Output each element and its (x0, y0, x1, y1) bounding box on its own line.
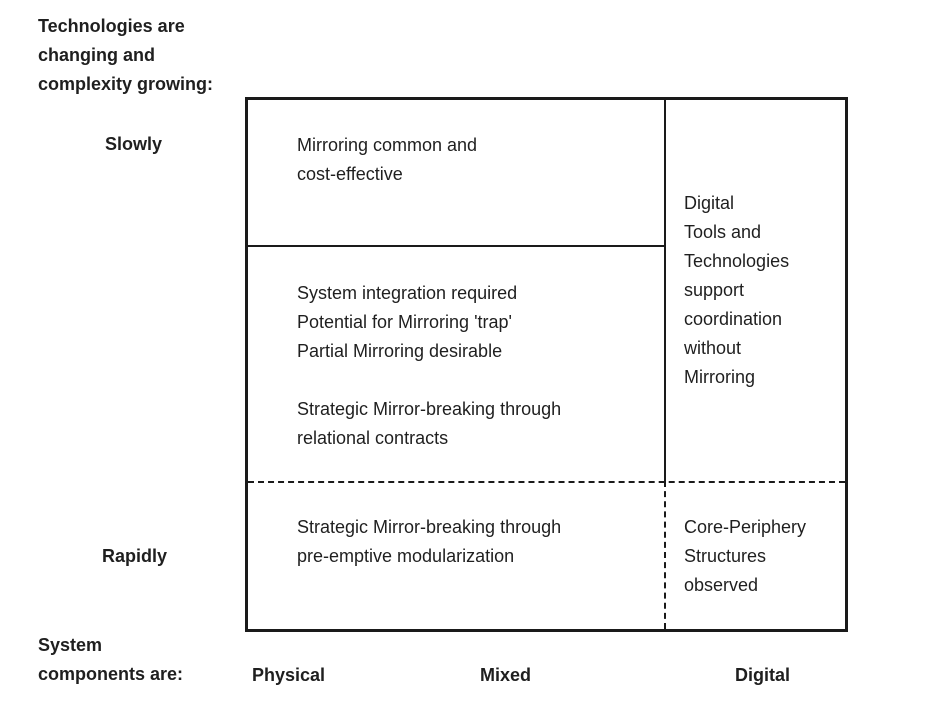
cell-middle-integration: System integration required Potential fo… (297, 283, 518, 361)
cell-slow-mirroring: Mirroring common and cost-effective (297, 135, 478, 184)
x-axis-title: System components are: (38, 635, 184, 684)
x-axis-label-physical: Physical (252, 665, 326, 685)
matrix-box: Mirroring common and cost-effective Syst… (245, 97, 848, 632)
x-axis-label-mixed: Mixed (480, 665, 532, 685)
cell-rapid-modularization: Strategic Mirror-breaking through pre-em… (297, 517, 562, 566)
y-axis-title: Technologies are changing and complexity… (38, 16, 214, 94)
divider-horizontal-dashed (248, 481, 845, 483)
cell-middle-relational-contracts: Strategic Mirror-breaking through relati… (297, 399, 562, 448)
y-axis-label-rapidly: Rapidly (102, 546, 168, 566)
cell-core-periphery: Core-Periphery Structures observed (684, 517, 807, 595)
x-axis-label-digital: Digital (735, 665, 791, 685)
divider-vertical-dashed (664, 481, 666, 629)
divider-vertical-solid (664, 100, 666, 481)
cell-digital-tools: Digital Tools and Technologies support c… (684, 193, 790, 387)
divider-horizontal-solid (248, 245, 664, 247)
y-axis-label-slowly: Slowly (105, 134, 163, 154)
